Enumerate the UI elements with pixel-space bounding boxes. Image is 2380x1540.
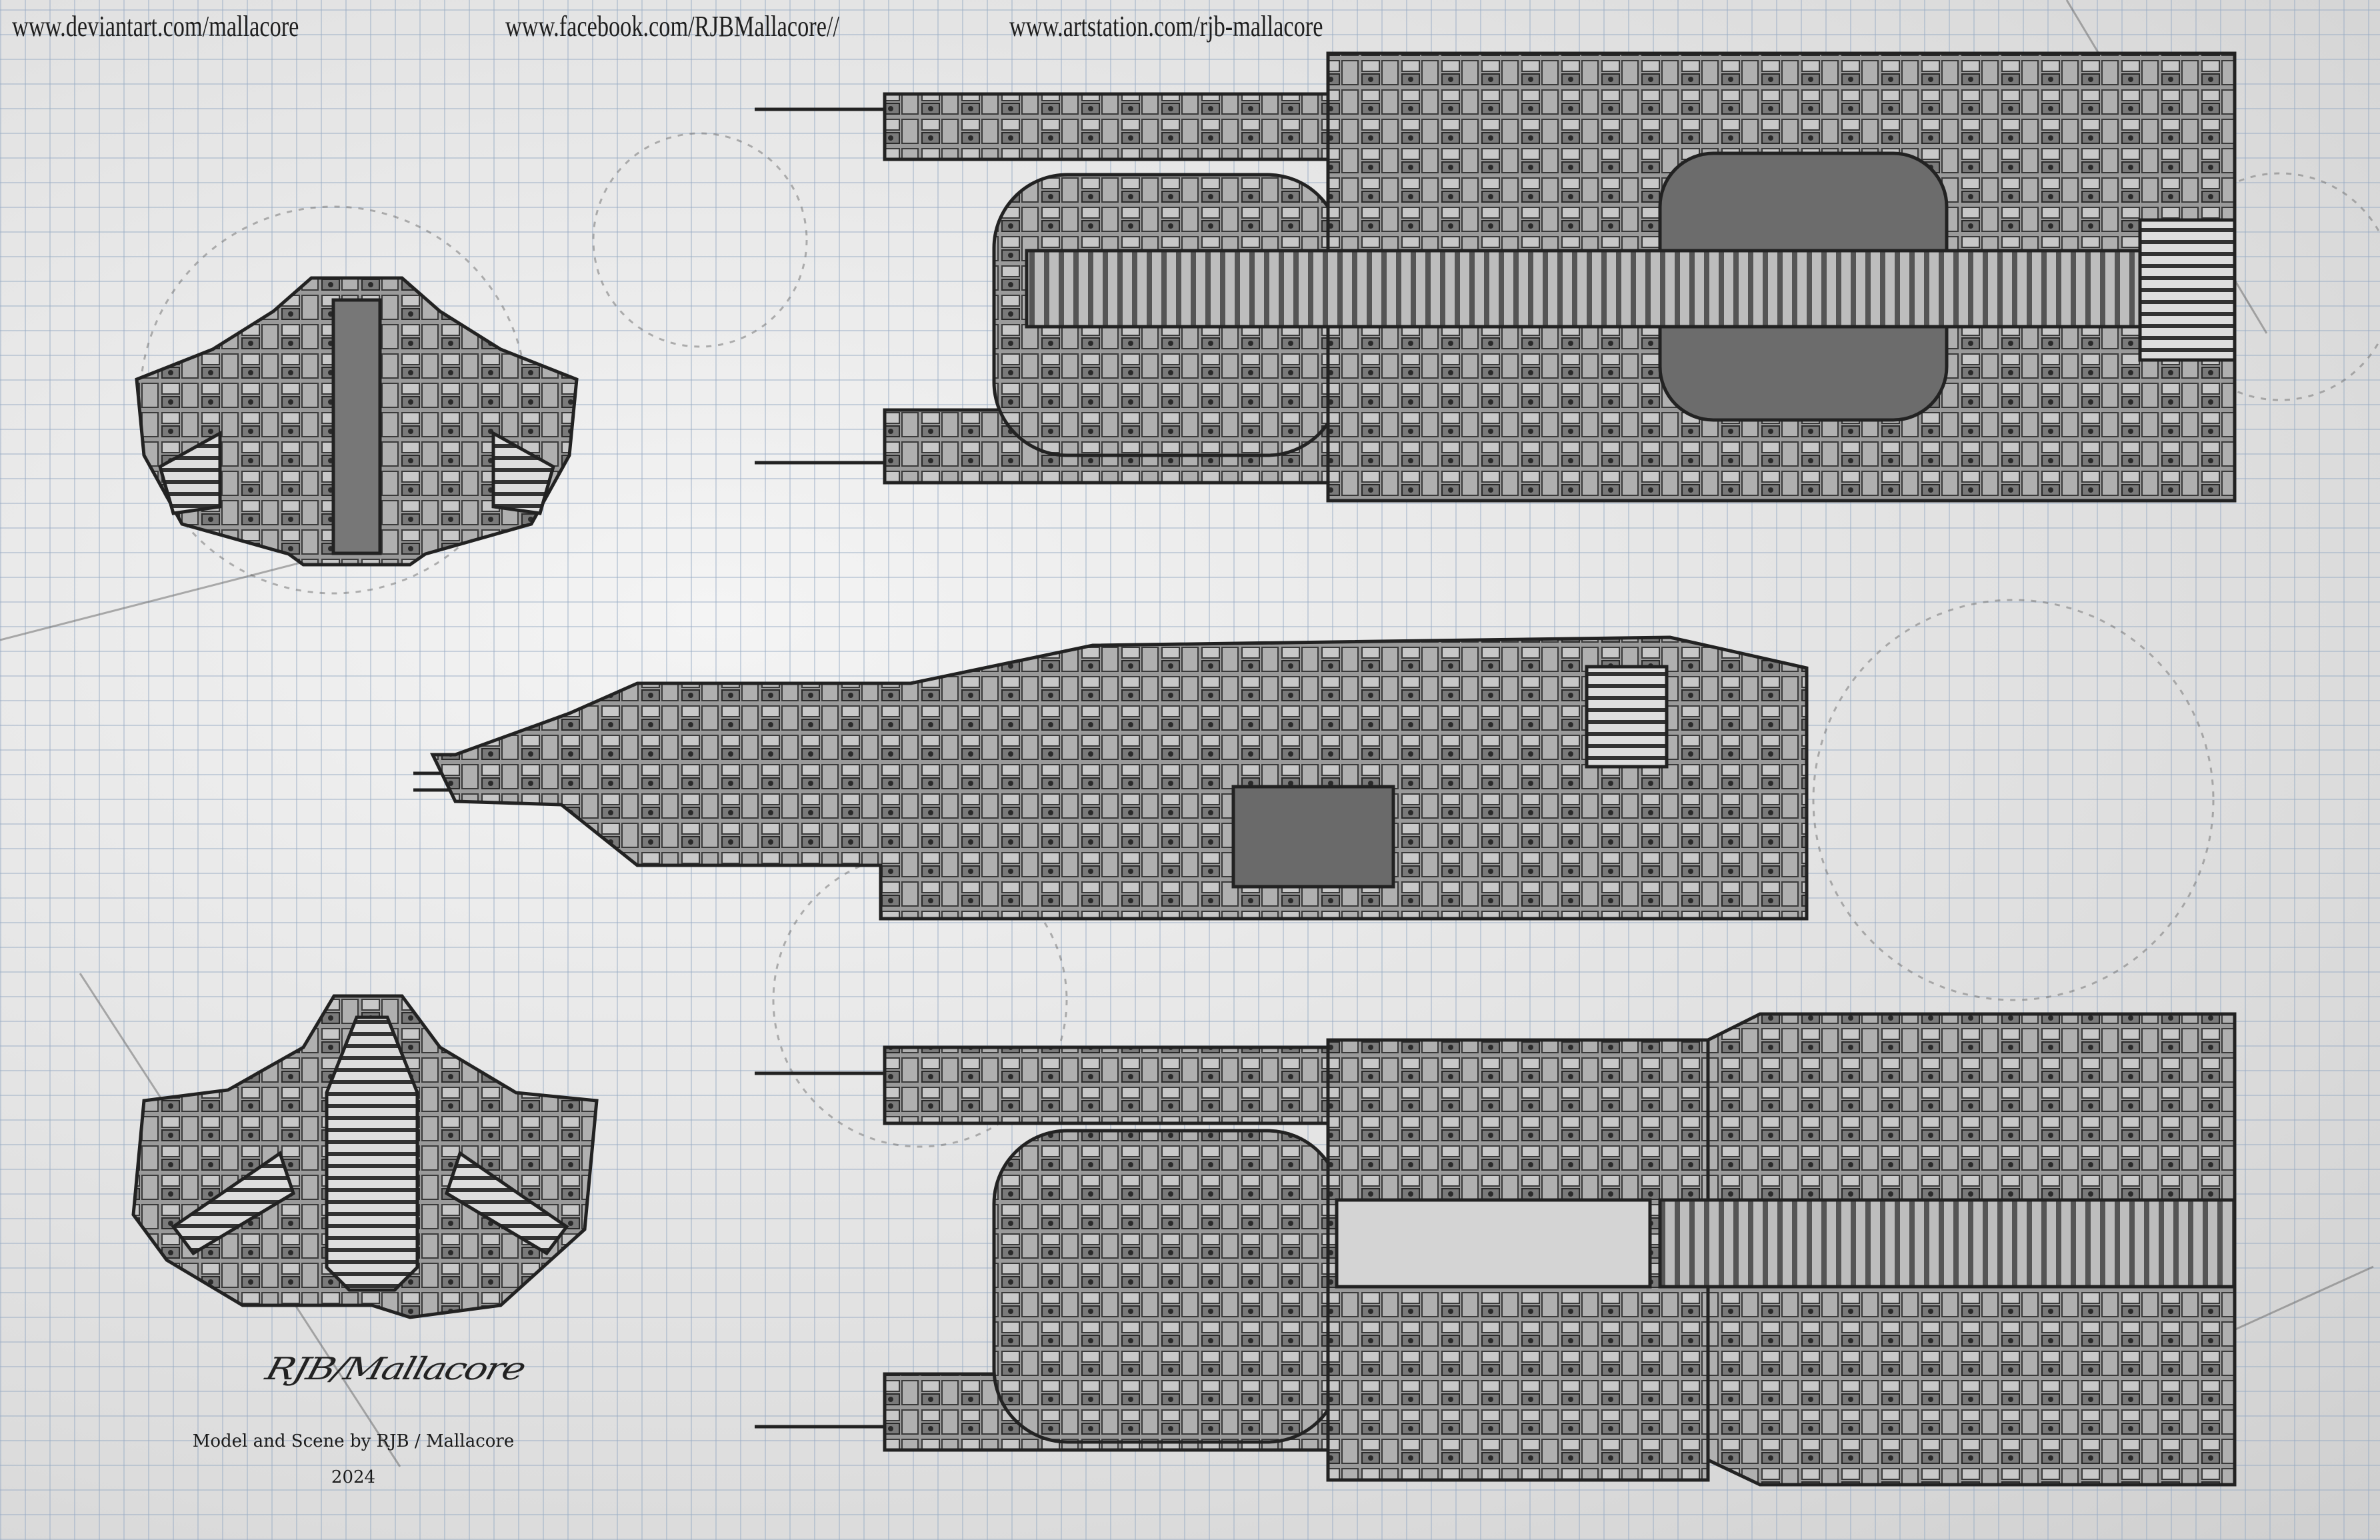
side-view-ship [413, 635, 1809, 921]
construction-circle [772, 852, 1068, 1148]
front-view-ship [135, 276, 579, 567]
rear-view-ship [131, 994, 599, 1319]
facebook-link[interactable]: www.facebook.com/RJBMallacore// [505, 10, 839, 43]
credit-year: 2024 [331, 1467, 376, 1487]
top-view-ship [755, 51, 2237, 503]
credit-line: Model and Scene by RJB / Mallacore [192, 1431, 515, 1451]
artstation-link[interactable]: www.artstation.com/rjb-mallacore [1009, 10, 1323, 43]
construction-circle [1812, 599, 2215, 1001]
construction-circle [592, 132, 808, 348]
deviantart-link[interactable]: www.deviantart.com/mallacore [12, 10, 299, 43]
bottom-view-ship [755, 1012, 2237, 1487]
artist-signature: RJB/Mallacore [261, 1350, 529, 1387]
